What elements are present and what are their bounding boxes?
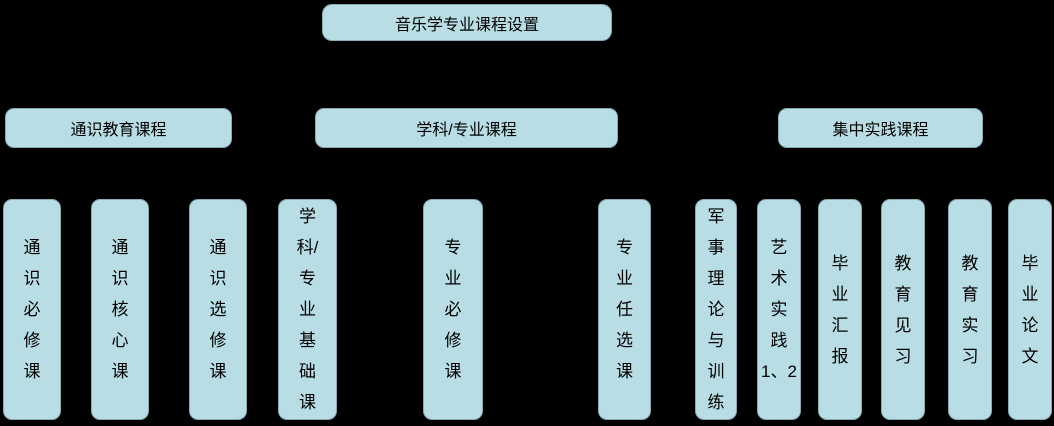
root-node-curriculum-title: 音乐学专业课程设置 [322,4,612,41]
group-header-concentrated-practice: 集中实践课程 [778,108,983,148]
group-header-general-education: 通识教育课程 [5,108,232,148]
course-node-military-theory-training: 军 事 理 论 与 训 练 [695,199,737,420]
course-node-professional-required: 专 业 必 修 课 [423,199,483,420]
course-node-professional-elective: 专 业 任 选 课 [598,199,651,420]
course-node-education-observation: 教 育 见 习 [881,199,925,420]
course-node-art-practice: 艺 术 实 践 1、2 [757,199,801,420]
course-node-graduation-report: 毕 业 汇 报 [818,199,862,420]
course-node-graduation-thesis: 毕 业 论 文 [1008,199,1052,420]
course-node-general-required: 通 识 必 修 课 [3,199,61,420]
course-node-general-elective: 通 识 选 修 课 [189,199,247,420]
group-header-discipline-professional: 学科/专业课程 [315,108,618,148]
course-node-education-internship: 教 育 实 习 [948,199,992,420]
course-node-discipline-basic: 学 科/ 专 业 基 础 课 [278,199,337,420]
course-node-general-core: 通 识 核 心 课 [91,199,149,420]
